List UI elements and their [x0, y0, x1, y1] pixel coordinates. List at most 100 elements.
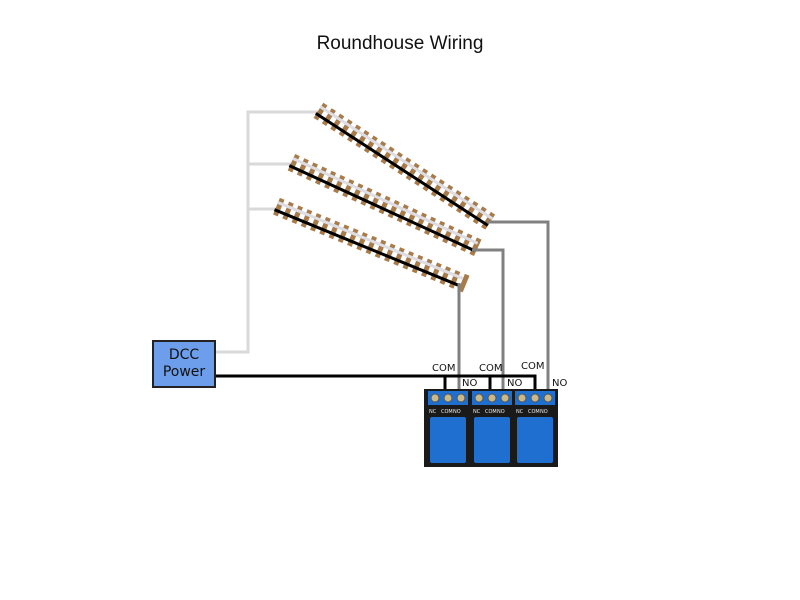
terminal-label: NC [429, 409, 437, 415]
terminal-screw [517, 393, 527, 403]
terminal-label: COM [528, 409, 540, 415]
dcc-wire-relay-3 [490, 374, 537, 392]
terminal-screw [443, 393, 453, 403]
track-tie [430, 179, 445, 197]
track-tie [374, 239, 387, 259]
diagram-title: Roundhouse Wiring [316, 33, 484, 54]
track-tie [372, 140, 387, 159]
terminal-label: COM [485, 409, 497, 415]
track-tie [310, 213, 322, 232]
dcc-wire [216, 374, 537, 392]
track-tie [360, 187, 373, 206]
track-tie [363, 135, 378, 154]
track-tie [384, 243, 396, 263]
track-tie [460, 233, 473, 252]
common-wires [216, 110, 318, 354]
track-tie [421, 258, 433, 278]
track-tie [464, 200, 479, 219]
track-tie [355, 130, 370, 148]
track-tie [378, 195, 391, 215]
track-3 [273, 197, 470, 293]
terminal-label: NO [453, 409, 461, 415]
terminal-label: NC [516, 409, 524, 415]
track-tie [313, 102, 328, 121]
track-tie [337, 224, 350, 244]
track-tie [451, 229, 464, 248]
tracks [273, 102, 496, 293]
track-tie [342, 179, 355, 198]
track-tie [291, 205, 304, 225]
com-label-3: COM [521, 361, 544, 372]
track-tie [469, 237, 482, 256]
track-tie [300, 209, 313, 228]
track-tie [333, 174, 346, 194]
track-tie [328, 220, 341, 240]
switched-wires [457, 220, 550, 392]
dcc-main-wire [216, 374, 447, 392]
track-tie [338, 119, 353, 137]
common-rail [292, 157, 479, 245]
track-tie [380, 146, 395, 165]
track-tie [447, 190, 462, 208]
track-tie [369, 191, 382, 211]
common-rail [276, 200, 464, 280]
track-tie [439, 266, 452, 285]
track-tie [324, 170, 337, 190]
switched-wire-track-1 [487, 220, 550, 392]
terminal-screw [543, 393, 553, 403]
track-tie [430, 262, 442, 282]
relay-labels: COM NO COM NO COM NO [432, 361, 567, 389]
common-rail [319, 105, 494, 220]
track-tie [393, 247, 405, 266]
terminal-label: COM [441, 409, 453, 415]
terminal-label: NO [497, 409, 505, 415]
terminal-screw [430, 393, 440, 403]
track-tie [405, 208, 418, 227]
track-tie [321, 108, 336, 126]
terminal-screw [487, 393, 497, 403]
terminal-screw [500, 393, 510, 403]
terminal-screw [530, 393, 540, 403]
terminal-screw [474, 393, 484, 403]
track-1 [313, 102, 496, 230]
com-label-2: COM [479, 363, 502, 374]
track-tie [305, 162, 318, 181]
track-tie [455, 195, 470, 214]
track-tie [388, 151, 403, 170]
com-label-1: COM [432, 363, 455, 374]
dcc-power-box: DCC Power [152, 340, 216, 388]
track-tie [351, 183, 364, 202]
track-tie [296, 158, 309, 177]
common-bus-wire [216, 110, 318, 354]
track-tie [414, 212, 427, 231]
track-tie [282, 201, 294, 221]
track-tie [387, 199, 400, 219]
no-label-3: NO [552, 378, 567, 389]
track-tie [458, 273, 470, 293]
track-tie [347, 228, 359, 247]
track-tie [402, 251, 415, 270]
track-tie [422, 173, 437, 192]
dcc-power-line2: Power [162, 364, 206, 380]
relay-body [430, 417, 466, 463]
track-tie [414, 168, 429, 187]
terminal-screw [456, 393, 466, 403]
track-tie [411, 254, 424, 274]
track-tie [448, 270, 461, 289]
track-tie [442, 225, 455, 244]
track-tie [439, 184, 454, 203]
track-2 [287, 154, 482, 256]
track-tie [397, 157, 412, 176]
track-tie [365, 235, 378, 255]
terminal-label: NC [473, 409, 481, 415]
track-tie [347, 124, 362, 143]
track-tie [356, 232, 368, 251]
track-tie [330, 113, 345, 132]
track-tie [423, 216, 437, 236]
relay-body [517, 417, 553, 463]
